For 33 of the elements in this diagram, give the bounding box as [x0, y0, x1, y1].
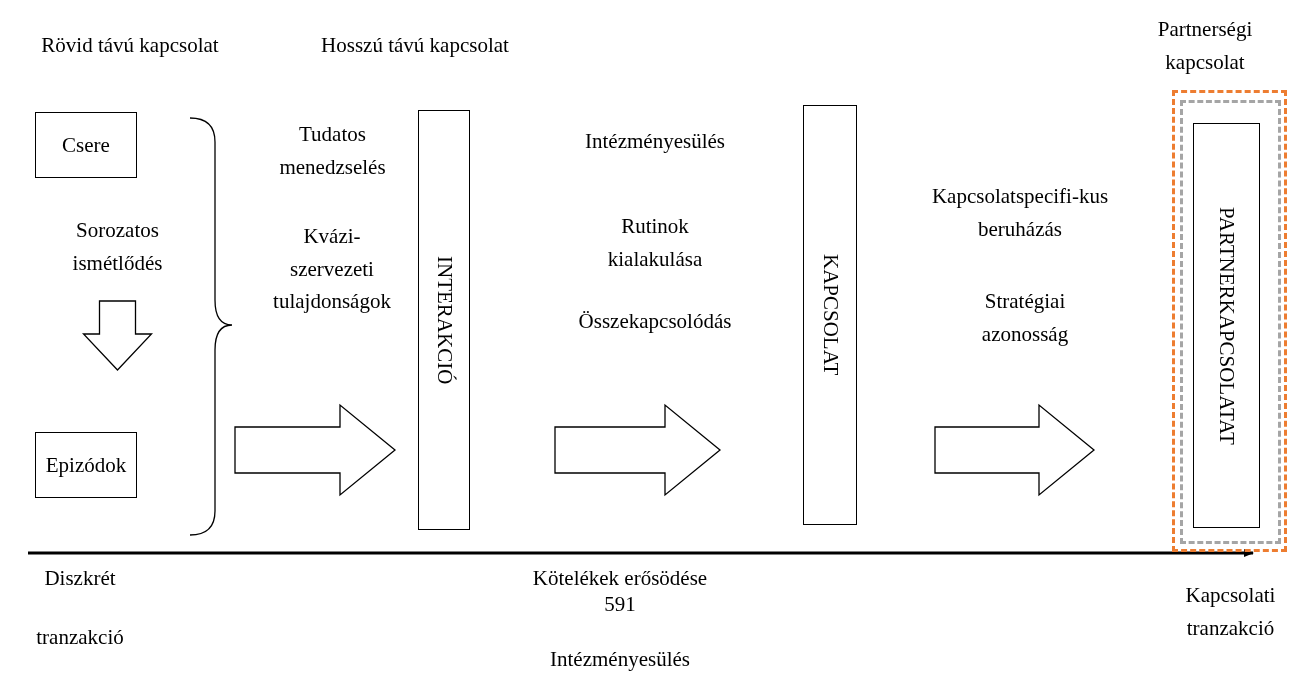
text-label: Hosszú távú kapcsolat: [320, 31, 510, 59]
block-arrow: [234, 403, 397, 497]
text-label: Intézményesülés: [549, 645, 691, 673]
node-label: Csere: [62, 131, 110, 159]
text-label: 591: [603, 590, 637, 618]
text-label: tranzakció: [35, 623, 125, 651]
block-arrow: [554, 403, 722, 497]
block-arrow: [934, 403, 1096, 497]
node-label: INTERAKCIÓ: [433, 255, 455, 385]
text-label: Diszkrét: [43, 564, 117, 592]
text-label: Partnerségi kapcsolat: [1156, 16, 1254, 76]
block-arrow: [82, 300, 153, 371]
node-label: PARTNERKAPCSOLATAT: [1216, 206, 1237, 445]
process-box: [1193, 123, 1260, 528]
text-label: Kötelékek erősödése: [531, 564, 709, 592]
text-label: Tudatos menedzselés: [278, 121, 387, 181]
node-label: Epizódok: [45, 451, 127, 479]
dashed-frame: [1180, 100, 1281, 544]
dashed-frame: [1172, 90, 1287, 552]
process-box: [35, 432, 137, 498]
text-label: Rutinok kialakulása: [606, 213, 704, 273]
process-box: [418, 110, 470, 530]
text-label: Rövid távú kapcsolat: [40, 31, 220, 59]
text-label: Kapcsolati tranzakció: [1184, 582, 1277, 642]
text-label: Intézményesülés: [584, 127, 726, 155]
text-label: Kvázi-szervezeti tulajdonságok: [272, 223, 392, 316]
text-label: Kapcsolatspecifi-kus beruházás: [930, 183, 1110, 243]
text-label: Összekapcsolódás: [577, 307, 733, 335]
node-label: Sorozatos ismétlődés: [71, 217, 164, 277]
node-label: KAPCSOLAT: [819, 254, 841, 376]
text-label: Stratégiai azonosság: [980, 288, 1070, 348]
process-box: [803, 105, 857, 525]
process-box: [35, 112, 137, 178]
